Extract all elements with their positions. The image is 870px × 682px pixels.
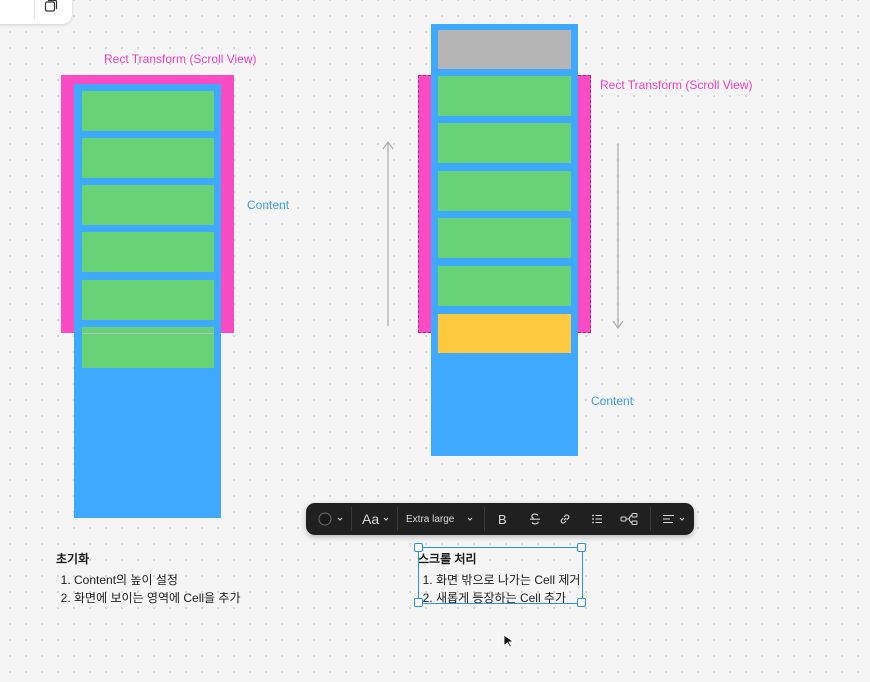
cell-right-5[interactable] (438, 266, 571, 306)
viewport-label-right: Rect Transform (Scroll View) (600, 78, 753, 92)
chevron-down-icon (467, 517, 473, 521)
text-format-toolbar: Aa Extra large B (306, 503, 694, 535)
notes-init[interactable]: 초기화 Content의 높이 설정 화면에 보이는 영역에 Cell을 추가 (56, 550, 241, 607)
notes-scroll[interactable]: 스크롤 처리 화면 밖으로 나가는 Cell 제거 새롭게 등장하는 Cell … (418, 550, 580, 607)
notes-init-heading: 초기화 (56, 552, 90, 566)
list-item: 새롭게 등장하는 Cell 추가 (436, 589, 580, 607)
viewport-bottom-edge (82, 333, 214, 334)
strikethrough-icon (530, 513, 540, 525)
color-swatch-icon (318, 512, 343, 526)
tab-divider (34, 0, 35, 20)
document-title: itled (0, 0, 20, 2)
content-label-right: Content (591, 394, 634, 408)
font-size-select[interactable]: Extra large (406, 503, 474, 535)
font-label: Aa (362, 511, 380, 527)
font-family-button[interactable]: Aa (362, 503, 392, 535)
mindmap-button[interactable] (620, 503, 638, 535)
link-button[interactable] (558, 503, 572, 535)
color-picker-button[interactable] (316, 503, 346, 535)
resize-handle-bottom-left[interactable] (414, 598, 423, 607)
toolbar-divider (650, 507, 651, 531)
cell-right-removed[interactable] (438, 30, 571, 69)
mindmap-icon (620, 513, 638, 525)
scroll-down-arrow-icon (612, 144, 624, 330)
scroll-up-arrow-icon (382, 140, 394, 326)
bulleted-list-button[interactable] (590, 503, 604, 535)
notes-scroll-heading: 스크롤 처리 (418, 552, 477, 566)
resize-handle-top-left[interactable] (414, 543, 423, 552)
cell-right-1[interactable] (438, 76, 571, 116)
bold-label: B (498, 511, 507, 527)
cell-left-5[interactable] (82, 280, 214, 320)
mouse-cursor-icon (503, 634, 515, 648)
strikethrough-button[interactable] (528, 503, 542, 535)
document-tab[interactable]: itled (0, 0, 72, 24)
cell-left-3[interactable] (82, 185, 214, 225)
resize-handle-bottom-right[interactable] (577, 598, 586, 607)
cell-right-4[interactable] (438, 218, 571, 258)
list-item: 화면에 보이는 영역에 Cell을 추가 (74, 589, 241, 607)
align-left-icon (663, 515, 685, 523)
cell-left-2[interactable] (82, 138, 214, 178)
list-item: 화면 밖으로 나가는 Cell 제거 (436, 571, 580, 589)
link-icon (560, 514, 570, 524)
text-align-button[interactable] (662, 503, 688, 535)
toolbar-divider (484, 507, 485, 531)
bold-button[interactable]: B (498, 503, 507, 535)
resize-handle-top-right[interactable] (577, 543, 586, 552)
selection-box (418, 547, 583, 604)
font-size-label: Extra large (406, 513, 455, 525)
toolbar-divider (397, 507, 398, 531)
toolbar-divider (351, 507, 352, 531)
cell-right-added[interactable] (438, 314, 571, 353)
cell-left-1[interactable] (82, 91, 214, 131)
viewport-label-left: Rect Transform (Scroll View) (104, 52, 257, 66)
content-label-left: Content (247, 198, 290, 212)
cell-left-4[interactable] (82, 232, 214, 272)
pages-icon[interactable] (44, 0, 58, 18)
notes-scroll-list: 화면 밖으로 나가는 Cell 제거 새롭게 등장하는 Cell 추가 (418, 571, 580, 607)
list-item: Content의 높이 설정 (74, 571, 241, 589)
bulleted-list-icon (592, 514, 602, 524)
chevron-down-icon (383, 517, 389, 521)
cell-right-2[interactable] (438, 123, 571, 163)
cell-right-3[interactable] (438, 171, 571, 211)
notes-init-list: Content의 높이 설정 화면에 보이는 영역에 Cell을 추가 (56, 571, 241, 607)
